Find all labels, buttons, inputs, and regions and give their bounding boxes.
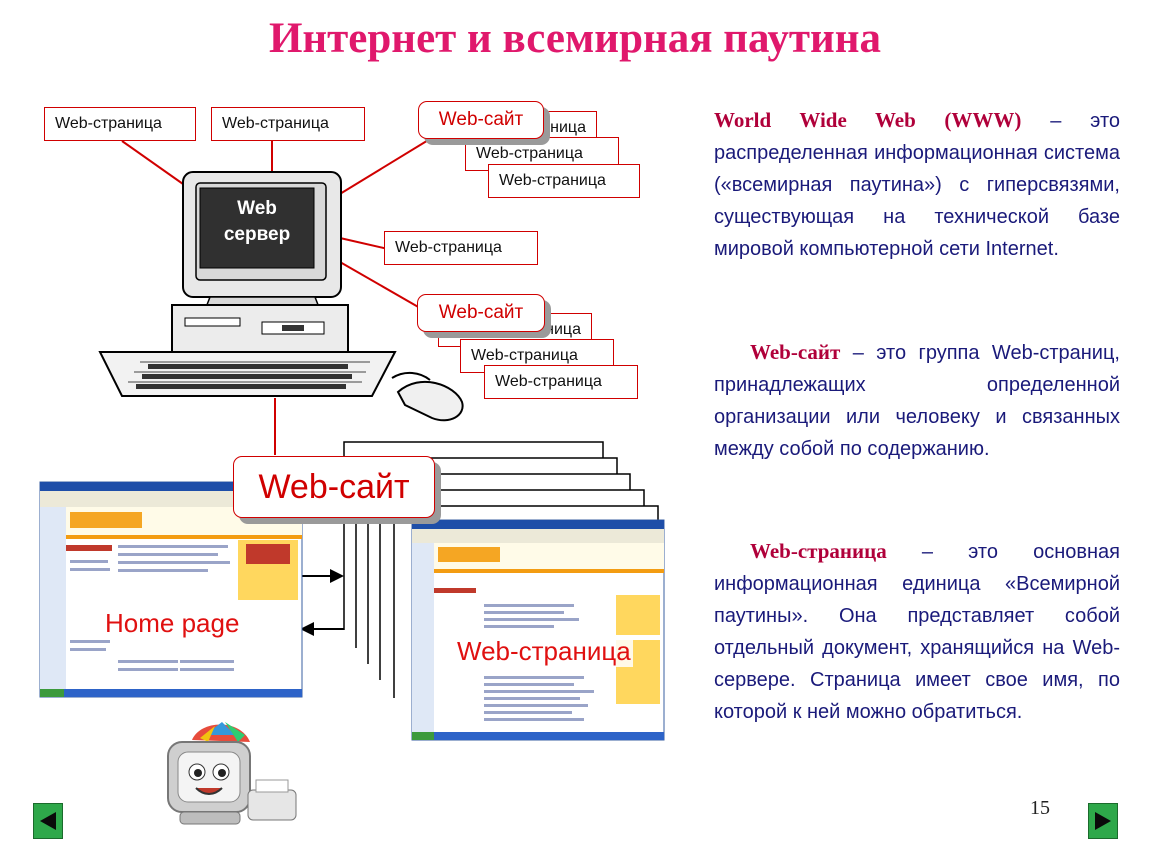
definition-term: Web-страница [750, 539, 887, 563]
mascot-computer-icon [167, 722, 297, 825]
label-web-page: Web-страница [488, 164, 640, 198]
prev-slide-button[interactable] [33, 803, 63, 839]
arrow-left-icon [300, 622, 344, 636]
label-web-page: Web-страница [484, 365, 638, 399]
web-page-screenshot [411, 519, 665, 741]
triangle-right-icon [1095, 812, 1111, 830]
system-unit-icon [171, 304, 349, 356]
arrow-right-icon [302, 569, 344, 583]
definition-text: – это группа Web-страниц, принадлежащих … [714, 342, 1120, 460]
label-web-page: Web-страница [384, 231, 538, 265]
keyboard-icon [98, 351, 397, 397]
label-web-page: Web-страница [211, 107, 365, 141]
label-web-site-large: Web-сайт [233, 456, 435, 518]
definition-www: World Wide Web (WWW) – это распределенна… [714, 104, 1120, 265]
server-label: Web сервер [202, 196, 312, 248]
home-page-caption: Home page [103, 608, 242, 639]
label-web-page: Web-страница [44, 107, 196, 141]
definition-term: Web-сайт [750, 340, 841, 364]
page-number: 15 [1030, 797, 1050, 819]
slide-title: Интернет и всемирная паутина [268, 15, 882, 62]
next-slide-button[interactable] [1088, 803, 1118, 839]
monitor-icon [182, 171, 342, 311]
triangle-left-icon [40, 812, 56, 830]
definition-web-page: Web-страница – это основная информационн… [714, 535, 1120, 728]
definition-web-site: Web-сайт – это группа Web-страниц, прина… [714, 336, 1120, 465]
mouse-icon [391, 372, 464, 422]
label-web-site: Web-сайт [417, 294, 545, 332]
definition-term: World Wide Web (WWW) [714, 108, 1022, 132]
server-label-line2: сервер [223, 224, 291, 245]
server-label-line1: Web [237, 198, 277, 219]
web-page-caption: Web-страница [455, 636, 633, 667]
definition-text: – это основная информационная единица «В… [714, 541, 1120, 723]
label-web-site: Web-сайт [418, 101, 544, 139]
definition-text: – это распределенная информационная сист… [714, 110, 1120, 260]
